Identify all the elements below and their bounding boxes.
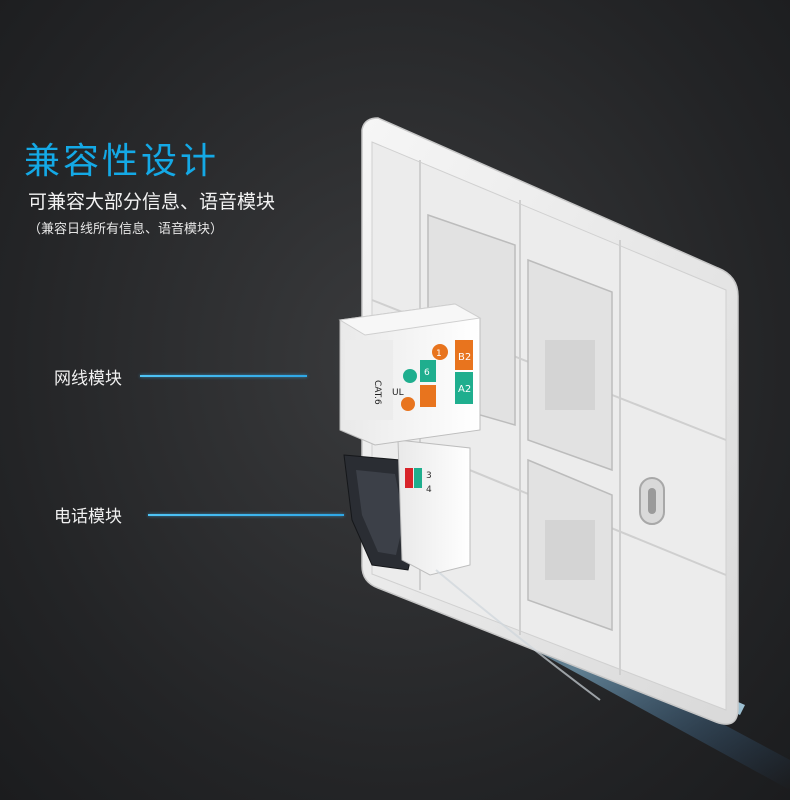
network-module-leader-line [140, 375, 307, 377]
pin-label-1: 1 [436, 349, 442, 359]
ul-mark: UL [392, 388, 404, 398]
network-module-label: 网线模块 [54, 369, 122, 389]
pin-label-b2: B2 [458, 352, 471, 363]
compatibility-note: （兼容日线所有信息、语音模块） [28, 222, 224, 237]
pin-label-6: 6 [424, 368, 430, 378]
cable [435, 569, 601, 701]
phone-module-label: 电话模块 [54, 507, 122, 527]
phone-pin-3: 3 [426, 471, 432, 481]
headline: 兼容性设计 [24, 141, 220, 182]
phone-module-leader-line [148, 514, 344, 516]
phone-pin-4: 4 [426, 485, 432, 495]
pin-label-a2: A2 [458, 384, 471, 395]
cat6-label: CAT.6 [372, 380, 382, 405]
phone-module-body [397, 439, 471, 576]
subheadline: 可兼容大部分信息、语音模块 [28, 191, 276, 213]
